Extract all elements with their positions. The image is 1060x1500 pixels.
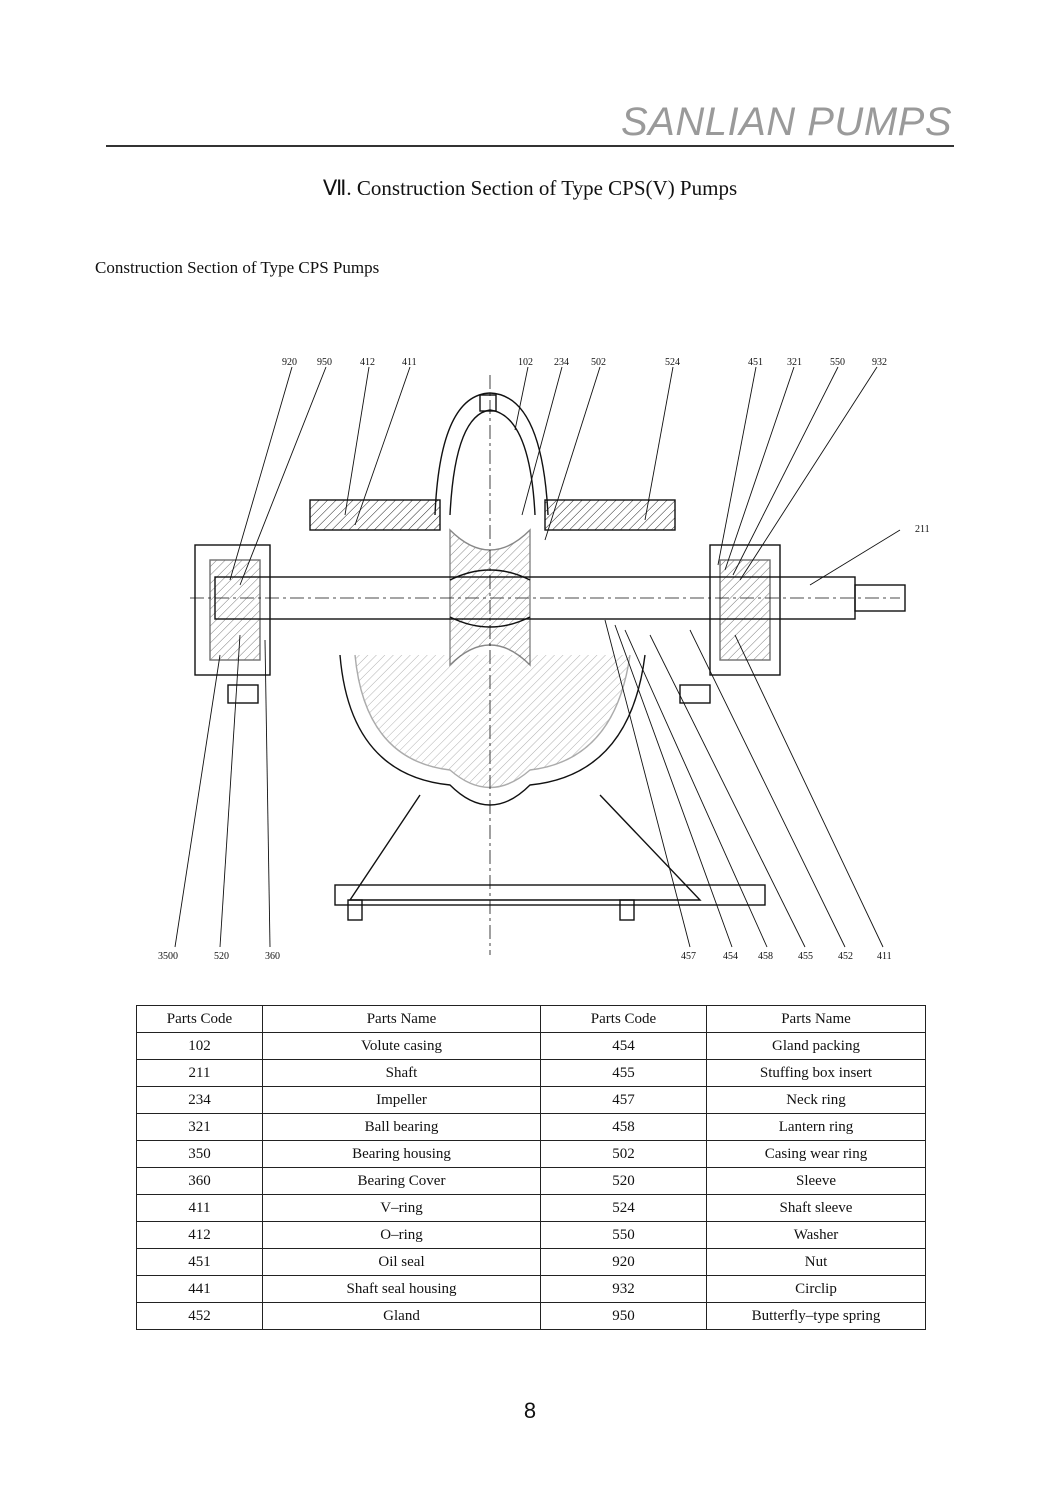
parts-code-cell: 455 xyxy=(540,1059,707,1087)
callout-label: 524 xyxy=(665,357,680,368)
parts-code-cell: 932 xyxy=(540,1275,707,1303)
parts-code-cell: 234 xyxy=(136,1086,263,1114)
callout-label: 234 xyxy=(554,357,569,368)
parts-name-cell: Shaft sleeve xyxy=(706,1194,926,1222)
parts-code-cell: 441 xyxy=(136,1275,263,1303)
column-header: Parts Code xyxy=(540,1005,707,1033)
callout-label: 211 xyxy=(915,524,930,535)
parts-name-cell: Circlip xyxy=(706,1275,926,1303)
callout-label: 502 xyxy=(591,357,606,368)
callout-label: 411 xyxy=(877,951,892,962)
callout-label: 411 xyxy=(402,357,417,368)
parts-name-cell: Ball bearing xyxy=(262,1113,541,1141)
section-subtitle: Construction Section of Type CPS Pumps xyxy=(95,258,380,277)
parts-code-cell: 321 xyxy=(136,1113,263,1141)
parts-code-cell: 102 xyxy=(136,1032,263,1060)
table-header-row: Parts Code Parts Name Parts Code Parts N… xyxy=(136,1005,926,1033)
column-header: Parts Name xyxy=(706,1005,926,1033)
pump-cross-section-drawing: 920 950 412 411 102 234 502 524 451 321 … xyxy=(150,355,930,970)
parts-name-cell: Nut xyxy=(706,1248,926,1276)
parts-code-cell: 411 xyxy=(136,1194,263,1222)
callout-label: 451 xyxy=(748,357,763,368)
parts-name-cell: Neck ring xyxy=(706,1086,926,1114)
parts-name-cell: Butterfly–type spring xyxy=(706,1302,926,1330)
parts-code-cell: 451 xyxy=(136,1248,263,1276)
parts-name-cell: Impeller xyxy=(262,1086,541,1114)
parts-name-cell: Shaft seal housing xyxy=(262,1275,541,1303)
parts-name-cell: Gland xyxy=(262,1302,541,1330)
parts-code-cell: 360 xyxy=(136,1167,263,1195)
callout-label: 455 xyxy=(798,951,813,962)
callout-label: 550 xyxy=(830,357,845,368)
page-number: 8 xyxy=(523,1398,537,1423)
callout-label: 950 xyxy=(317,357,332,368)
parts-name-cell: Casing wear ring xyxy=(706,1140,926,1168)
parts-table: Parts Code Parts Name Parts Code Parts N… xyxy=(136,1005,926,1330)
callout-label: 360 xyxy=(265,951,280,962)
parts-code-cell: 457 xyxy=(540,1086,707,1114)
parts-code-cell: 502 xyxy=(540,1140,707,1168)
column-header: Parts Name xyxy=(262,1005,541,1033)
callout-label: 932 xyxy=(872,357,887,368)
parts-code-cell: 920 xyxy=(540,1248,707,1276)
parts-name-cell: Oil seal xyxy=(262,1248,541,1276)
section-title: Ⅶ. Construction Section of Type CPS(V) P… xyxy=(322,176,738,200)
parts-code-cell: 524 xyxy=(540,1194,707,1222)
parts-name-cell: Shaft xyxy=(262,1059,541,1087)
parts-name-cell: O–ring xyxy=(262,1221,541,1249)
parts-code-cell: 454 xyxy=(540,1032,707,1060)
callout-label: 457 xyxy=(681,951,696,962)
column-header: Parts Code xyxy=(136,1005,263,1033)
callout-label: 520 xyxy=(214,951,229,962)
parts-name-cell: Bearing housing xyxy=(262,1140,541,1168)
callout-label: 412 xyxy=(360,357,375,368)
parts-code-cell: 458 xyxy=(540,1113,707,1141)
parts-name-cell: Washer xyxy=(706,1221,926,1249)
parts-code-cell: 412 xyxy=(136,1221,263,1249)
parts-code-cell: 950 xyxy=(540,1302,707,1330)
parts-name-cell: V–ring xyxy=(262,1194,541,1222)
parts-code-cell: 452 xyxy=(136,1302,263,1330)
parts-name-cell: Bearing Cover xyxy=(262,1167,541,1195)
parts-name-cell: Lantern ring xyxy=(706,1113,926,1141)
parts-code-cell: 520 xyxy=(540,1167,707,1195)
callout-label: 458 xyxy=(758,951,773,962)
parts-code-cell: 550 xyxy=(540,1221,707,1249)
parts-code-cell: 350 xyxy=(136,1140,263,1168)
parts-name-cell: Sleeve xyxy=(706,1167,926,1195)
callout-label: 452 xyxy=(838,951,853,962)
callout-label: 920 xyxy=(282,357,297,368)
parts-code-cell: 211 xyxy=(136,1059,263,1087)
parts-name-cell: Gland packing xyxy=(706,1032,926,1060)
callout-label: 321 xyxy=(787,357,802,368)
header-rule xyxy=(106,145,954,147)
parts-name-cell: Volute casing xyxy=(262,1032,541,1060)
brand-header: SANLIAN PUMPS xyxy=(620,100,952,144)
callout-label: 102 xyxy=(518,357,533,368)
callout-label: 3500 xyxy=(158,951,178,962)
parts-name-cell: Stuffing box insert xyxy=(706,1059,926,1087)
callout-label: 454 xyxy=(723,951,738,962)
